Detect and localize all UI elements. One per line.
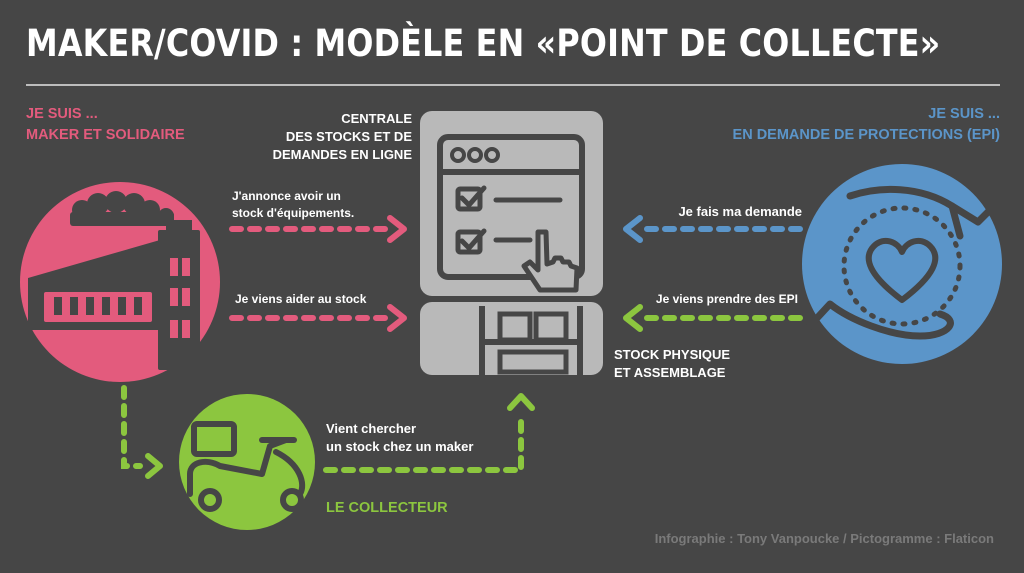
delivery-scooter-icon bbox=[179, 394, 315, 530]
maker-heading-line2: MAKER ET SOLIDAIRE bbox=[26, 127, 185, 143]
centrale-label-line1: CENTRALE bbox=[341, 111, 412, 126]
arrow-collecteur-to-stock bbox=[323, 417, 524, 473]
collecteur-label: LE COLLECTEUR bbox=[326, 500, 448, 516]
flow-annonce-label: J'annonce avoir un stock d'équipements. bbox=[232, 188, 354, 222]
centrale-label: CENTRALE DES STOCKS ET DE DEMANDES EN LI… bbox=[273, 110, 412, 164]
demandeur-heading-line2: EN DEMANDE DE PROTECTIONS (EPI) bbox=[732, 127, 1000, 143]
credit-line: Infographie : Tony Vanpoucke / Pictogram… bbox=[654, 531, 994, 546]
title-divider bbox=[26, 84, 1000, 86]
factory-icon bbox=[20, 182, 220, 382]
browser-checklist-icon bbox=[420, 111, 603, 296]
arrow-maker-to-collecteur bbox=[121, 385, 143, 469]
flow-demande-label: Je fais ma demande bbox=[678, 204, 802, 219]
maker-heading: JE SUIS ... MAKER ET SOLIDAIRE bbox=[26, 104, 185, 146]
flow-chercher-label: Vient chercher un stock chez un maker bbox=[326, 420, 473, 456]
stock-label: STOCK PHYSIQUE ET ASSEMBLAGE bbox=[614, 346, 730, 382]
flow-chercher-line1: Vient chercher bbox=[326, 421, 417, 436]
stock-label-line1: STOCK PHYSIQUE bbox=[614, 347, 731, 362]
flow-chercher-line2: un stock chez un maker bbox=[326, 439, 474, 454]
stock-label-line2: ET ASSEMBLAGE bbox=[614, 365, 726, 380]
flow-annonce-line1: J'annonce avoir un bbox=[232, 189, 341, 203]
centrale-label-line3: DEMANDES EN LIGNE bbox=[272, 147, 412, 162]
centrale-label-line2: DES STOCKS ET DE bbox=[285, 129, 412, 144]
page-title: MAKER/COVID : MODÈLE EN «POINT DE COLLEC… bbox=[26, 22, 941, 65]
maker-heading-line1: JE SUIS ... bbox=[26, 106, 98, 122]
demandeur-heading-line1: JE SUIS ... bbox=[928, 106, 1000, 122]
shelves-icon bbox=[420, 302, 603, 375]
hands-heart-icon bbox=[802, 164, 1004, 364]
flow-annonce-line2: stock d'équipements. bbox=[232, 206, 355, 220]
flow-aider-label: Je viens aider au stock bbox=[235, 292, 367, 306]
demandeur-heading: JE SUIS ... EN DEMANDE DE PROTECTIONS (E… bbox=[733, 104, 1000, 146]
flow-prendre-label: Je viens prendre des EPI bbox=[655, 292, 798, 306]
